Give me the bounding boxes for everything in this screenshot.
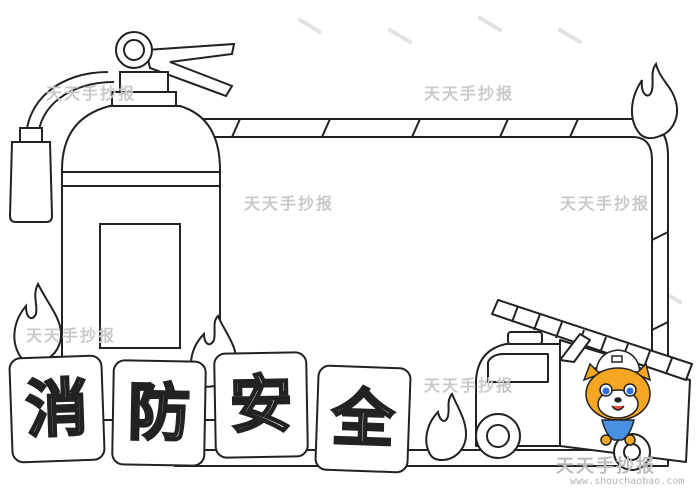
watermark-text: 天天手抄报 <box>244 194 335 213</box>
title-block-2: 防 <box>111 359 207 467</box>
board-brick-ticks <box>231 118 669 331</box>
extinguisher-valve <box>111 31 236 107</box>
watermark-text: 天天手抄报 <box>424 376 515 395</box>
extinguisher-label-panel <box>99 223 181 349</box>
title-char-an: 安 <box>228 366 294 443</box>
title-block-4: 全 <box>314 364 412 474</box>
title-char-xiao: 消 <box>23 370 90 448</box>
title-char-quan: 全 <box>329 380 396 458</box>
extinguisher-nozzle <box>8 127 54 223</box>
title-block-1: 消 <box>8 354 106 464</box>
title-block-3: 安 <box>213 351 309 459</box>
tiger-mascot-icon <box>582 349 652 446</box>
watermark-url: www.shouchaobao.com <box>570 476 685 487</box>
title-char-fang: 防 <box>126 374 192 451</box>
watermark-text: 天天手抄报 <box>556 456 656 477</box>
watermark-text: 天天手抄报 <box>26 326 117 345</box>
watermark-text: 天天手抄报 <box>46 84 137 103</box>
watermark-text: 天天手抄报 <box>560 194 651 213</box>
flame-truck-icon <box>425 392 468 462</box>
watermark-text: 天天手抄报 <box>424 84 515 103</box>
flame-top-right-icon <box>631 61 678 140</box>
